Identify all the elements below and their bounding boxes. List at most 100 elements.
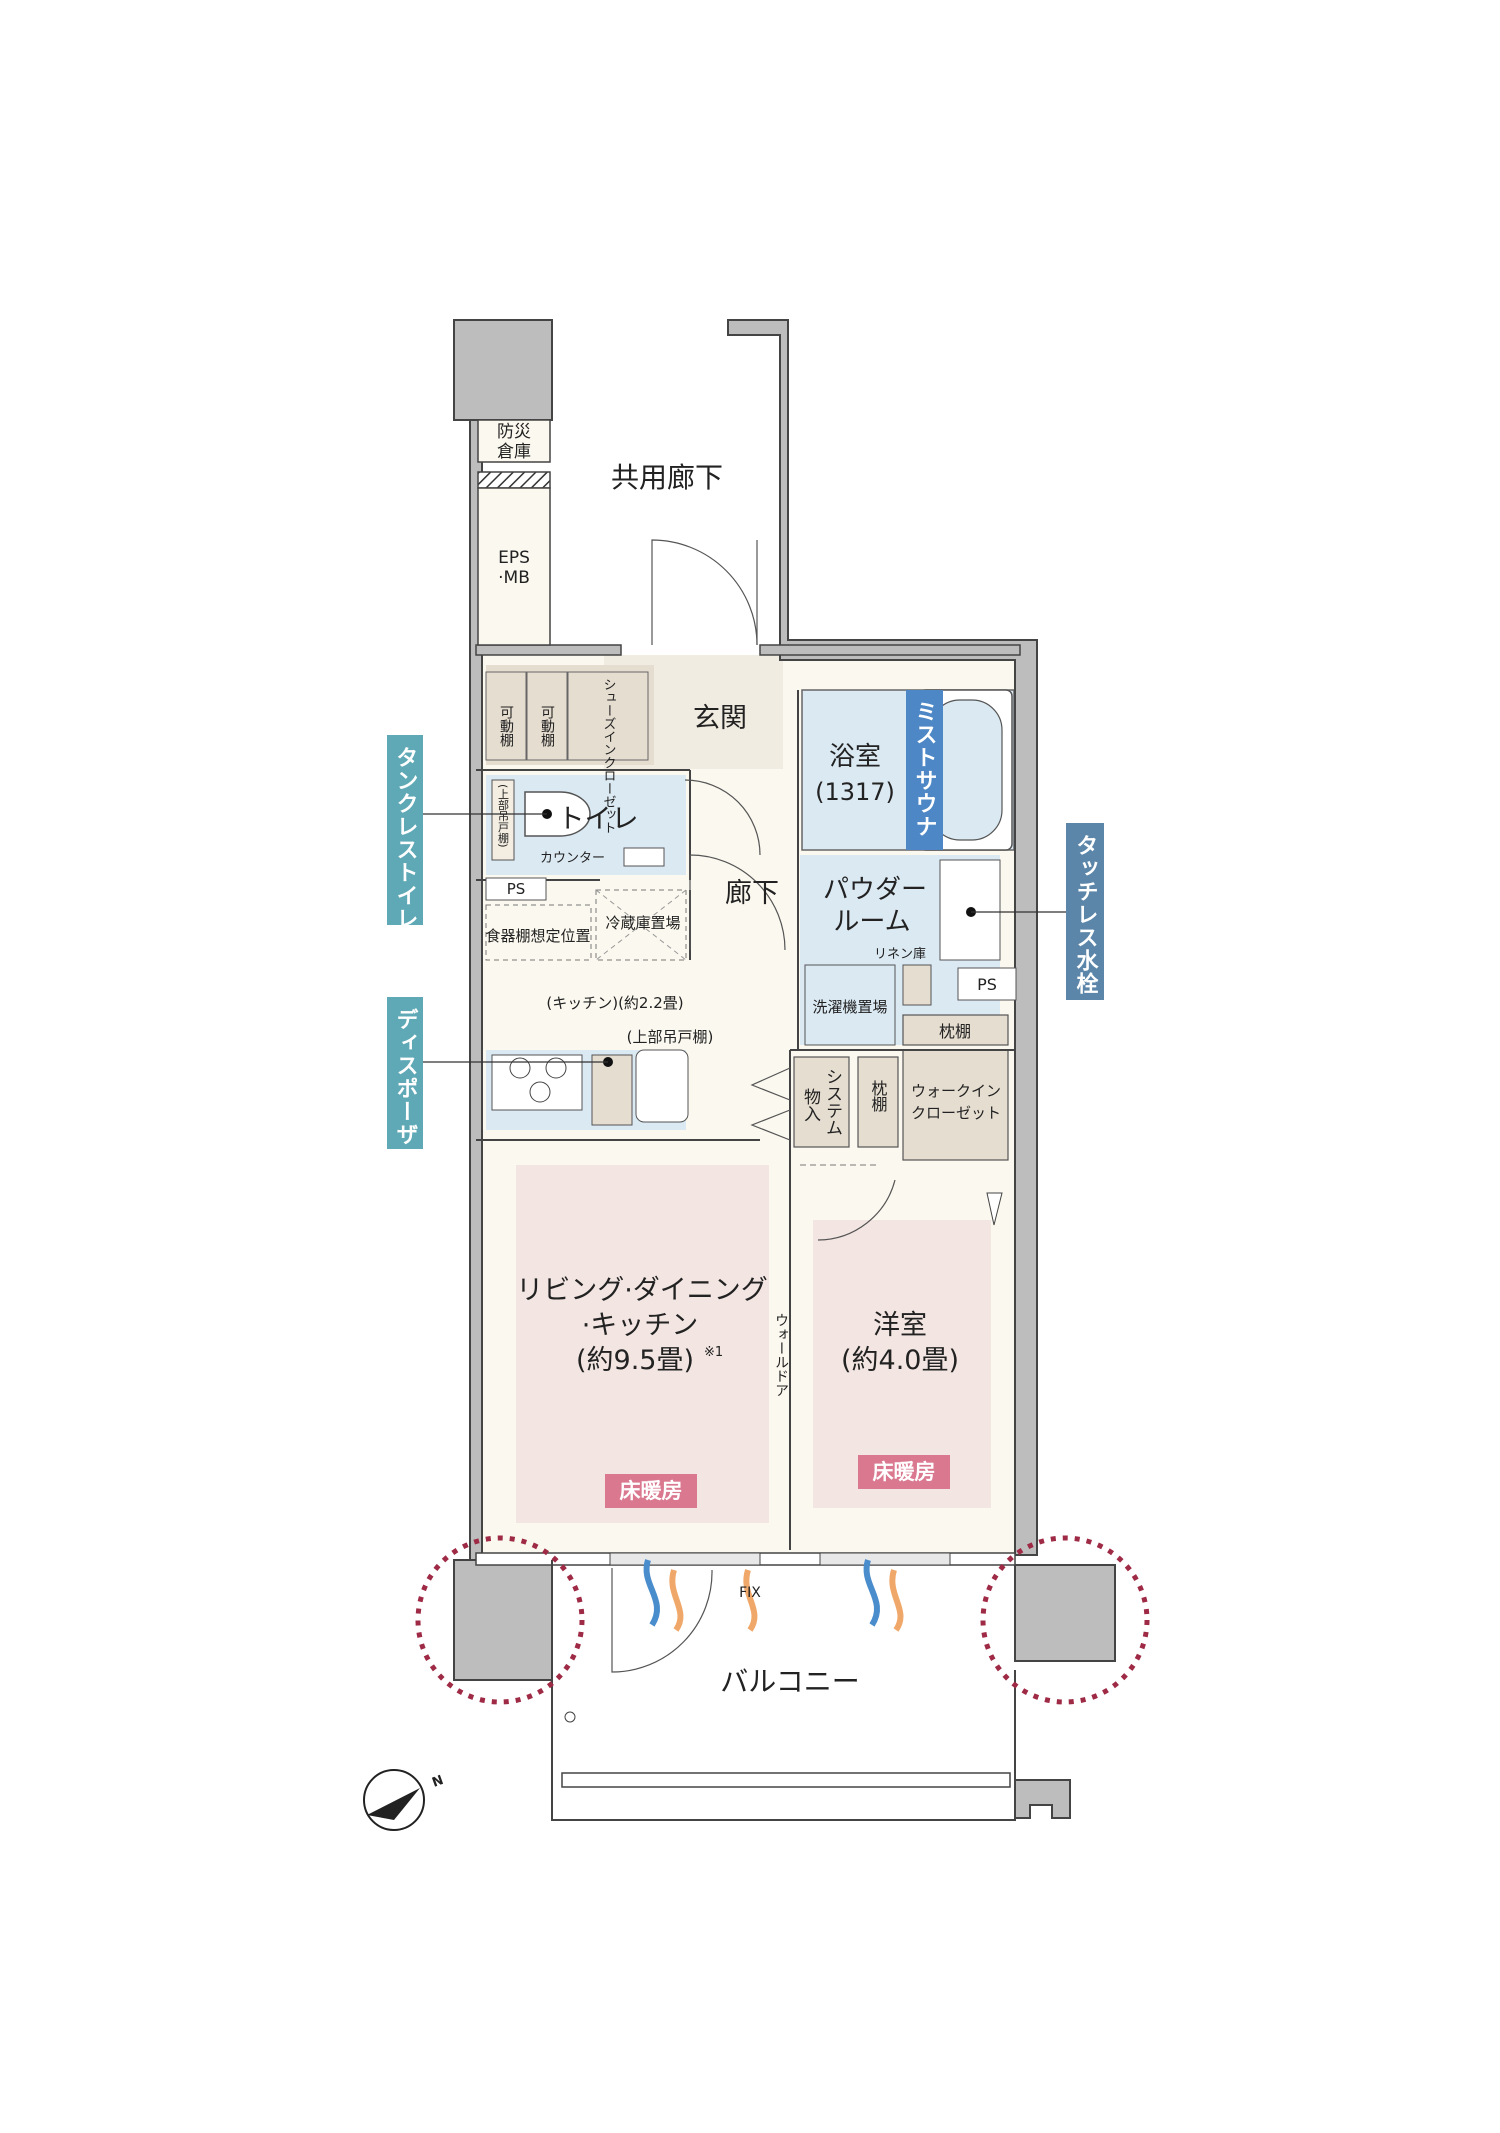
bathroom-size-label: (1317) (815, 778, 895, 806)
toilet-door-swing (684, 779, 761, 856)
ps-label-2: PS (977, 975, 997, 994)
ldk-label-2: ·キッチン (582, 1310, 699, 1341)
burner-1 (509, 1057, 531, 1079)
cool-air-icon-1 (643, 1559, 660, 1627)
western-room-size-label: (約4.0畳) (841, 1345, 959, 1376)
movable-shelf-2-label: 可動棚 (539, 705, 555, 747)
burner-2 (545, 1057, 567, 1079)
toilet-bowl (524, 791, 591, 837)
ps-box-2 (957, 967, 1017, 1001)
bathroom-label: 浴室 (829, 742, 881, 772)
warm-air-icon-3 (889, 1569, 904, 1632)
warm-air-icon-1 (669, 1569, 684, 1632)
balcony-door-swing (611, 1568, 713, 1673)
western-room-label: 洋室 (873, 1310, 927, 1341)
movable-shelf-2 (526, 671, 568, 761)
movable-shelf-1 (485, 671, 527, 761)
window-ldk (609, 1552, 761, 1566)
wic-label-1: ウォークイン (911, 1082, 1001, 1100)
ldk-heating-area (516, 1165, 769, 1523)
corridor-door-swing (689, 854, 786, 951)
pillow-shelf-top-label: 枕棚 (939, 1022, 971, 1041)
dish-cabinet-label: 食器棚想定位置 (485, 927, 590, 945)
wall-door-label: ウォールドア (773, 1313, 789, 1397)
disaster-storage-box (477, 419, 551, 463)
counter-label: カウンター (540, 851, 605, 866)
floor-heating-label-western: 床暖房 (873, 1460, 936, 1484)
kitchen-label: (キッチン)(約2.2畳) (546, 994, 683, 1012)
toilet-upper-cabinet-label: (上部吊戸棚) (497, 784, 510, 848)
tankless-toilet-callout (387, 735, 423, 925)
wall-balcony-left (453, 1559, 553, 1681)
balcony-outline (551, 1560, 1016, 1821)
wall-entrance-top (475, 644, 622, 656)
disposer-callout (387, 997, 423, 1149)
touchless-faucet-callout (1066, 823, 1104, 1000)
common-corridor-label: 共用廊下 (611, 461, 723, 494)
balcony-railing (561, 1772, 1011, 1788)
ldk-note-label: ※1 (704, 1345, 723, 1360)
ps-label-1: PS (507, 880, 526, 898)
window-western (819, 1552, 951, 1566)
toilet-upper-cabinet (491, 779, 515, 861)
fridge-dashed (595, 889, 687, 961)
upper-cabinet-label: (上部吊戸棚) (627, 1028, 714, 1046)
corridor-label: 廊下 (725, 878, 779, 909)
powder-room-label-2: ルーム (833, 907, 910, 937)
disaster-storage-label-1: 防災 (497, 422, 531, 442)
ps-box-1 (485, 877, 547, 901)
linen-box (902, 964, 932, 1006)
disaster-storage-label-2: 倉庫 (497, 442, 531, 462)
movable-shelf-1-label: 可動棚 (498, 705, 514, 747)
wic-door-marker (986, 1192, 1003, 1226)
balcony-right-post (1014, 1779, 1071, 1819)
eps-mb-box (477, 487, 551, 646)
system-storage-label-2: 物入 (800, 1088, 821, 1122)
shoe-closet-label: シューズインクローゼット (601, 678, 617, 834)
balcony-label: バルコニー (720, 1665, 859, 1698)
wall-bath-top (759, 644, 1021, 656)
burner-3 (529, 1081, 551, 1103)
dish-cabinet-dashed (485, 904, 592, 961)
pillow-shelf-top (902, 1014, 1009, 1046)
ldk-label-1: リビング·ダイニング (516, 1275, 768, 1306)
ldk-size-label: (約9.5畳) (576, 1345, 694, 1376)
powder-room-label-1: パウダー (823, 875, 927, 905)
tankless-toilet-label: タンクレストイレ (393, 746, 418, 930)
floor-heating-badge-ldk (605, 1474, 697, 1508)
toilet-handsink (623, 847, 665, 867)
fridge-label: 冷蔵庫置場 (605, 914, 680, 932)
fix-window-label: FIX (739, 1585, 761, 1601)
washer-area-box (804, 964, 896, 1046)
cool-air-icon-2 (863, 1559, 880, 1627)
entrance-door-swing (651, 539, 758, 646)
shoe-closet-box (567, 671, 649, 761)
wall-top-left (453, 319, 553, 421)
mist-sauna-label: ミストサウナ (912, 700, 937, 838)
disposer-label: ディスポーザ (393, 1007, 419, 1146)
washer-label: 洗濯機置場 (812, 998, 887, 1016)
floor-heating-label-ldk: 床暖房 (620, 1479, 683, 1503)
western-door-swing (817, 1179, 896, 1241)
north-label: N (430, 1773, 445, 1791)
kitchen-sink (635, 1049, 689, 1123)
warm-air-icon-2 (743, 1569, 758, 1632)
wall-balcony-right (1014, 1564, 1116, 1662)
wic-label-2: クローゼット (911, 1104, 1001, 1122)
floor-heating-badge-western (858, 1455, 950, 1489)
mist-sauna-callout (906, 690, 943, 850)
linen-label: リネン庫 (874, 947, 926, 962)
balcony-drain (564, 1711, 576, 1723)
north-arrow-icon (363, 1769, 425, 1831)
eps-label: EPS (498, 548, 530, 568)
toilet-label: トイレ (558, 804, 639, 835)
mb-label: ·MB (498, 568, 530, 588)
hatched-partition (477, 471, 551, 489)
highlight-circle-right (980, 1535, 1150, 1705)
highlight-circle-left (415, 1535, 585, 1705)
touchless-faucet-label: タッチレス水栓 (1073, 834, 1099, 995)
kitchen-upper-cabinet (591, 1054, 633, 1126)
pillow-shelf-side (857, 1056, 899, 1148)
pillow-shelf-side-label: 枕棚 (869, 1080, 888, 1113)
